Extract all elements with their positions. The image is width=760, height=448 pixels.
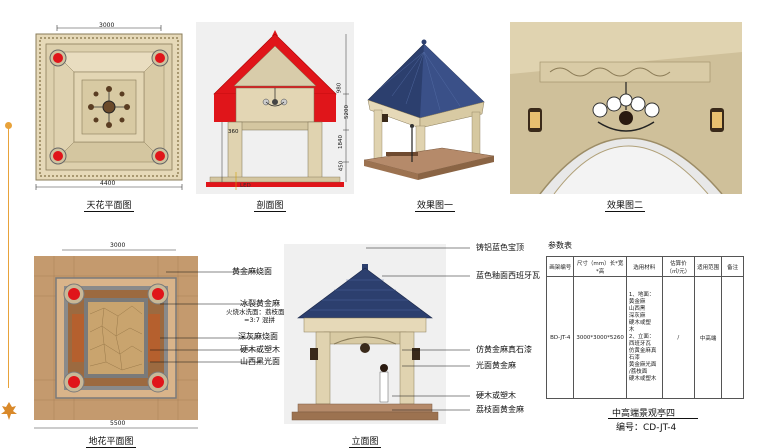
decor-leaf-icon <box>0 400 18 422</box>
paving-plan <box>32 244 204 440</box>
param-price: / <box>661 276 695 399</box>
ceiling-dim-top: 3000 <box>99 22 115 29</box>
material-line: 1、地面： <box>628 292 655 298</box>
elevation-label-4: 光面黄金麻 <box>476 361 516 370</box>
material-line: 硬木或塑木 <box>628 376 657 382</box>
ceiling-dim-bottom: 4400 <box>100 180 116 187</box>
elevation-leaders <box>366 247 470 411</box>
param-header-code: 画架编号 <box>545 256 575 277</box>
paving-leaders <box>150 271 260 363</box>
paving-label-3: 火烧水洗面：荔枝面 <box>226 308 285 316</box>
paving-label-1: 黄金麻烧面 <box>232 267 272 276</box>
params-header-row: 画架编号 尺寸（mm）长*宽*高 选用材料 估算价（㎡/元） 适用范围 备注 <box>545 256 744 277</box>
section-dim-2: 5200 <box>344 105 350 119</box>
section-caption: 剖面图 <box>254 201 286 212</box>
params-table: 画架编号 尺寸（mm）长*宽*高 选用材料 估算价（㎡/元） 适用范围 备注 B… <box>545 256 744 399</box>
params-data-row: BD-JT-4 3000*3000*5260 1、地面： 黄金麻 山西黑 深灰麻… <box>545 276 744 399</box>
decor-left-dot-top <box>5 122 12 129</box>
render-one <box>360 22 498 194</box>
led-label: LED <box>240 183 251 189</box>
section-dim-1: 980 <box>336 82 343 94</box>
param-header-materials: 选用材料 <box>625 256 663 277</box>
material-line: 西班牙瓦 <box>628 341 651 347</box>
section-dim-3: 1840 <box>338 135 344 149</box>
section-dim-left: 360 <box>228 129 239 135</box>
elevation-label-6: 荔枝面黄金麻 <box>476 405 524 414</box>
section-drawing <box>196 22 354 194</box>
material-line: 深灰麻 <box>628 313 646 319</box>
paving-dim-bottom: 5500 <box>110 420 126 427</box>
param-header-size: 尺寸（mm）长*宽*高 <box>573 256 627 277</box>
decor-left-line <box>8 128 9 388</box>
material-line: 仿黄金麻真 <box>628 348 657 354</box>
material-line: 硬木或塑 <box>628 320 651 326</box>
elevation-label-3: 仿黄金麻真石漆 <box>476 345 532 354</box>
param-materials: 1、地面： 黄金麻 山西黑 深灰麻 硬木或塑 木 2、立面： 西班牙瓦 仿黄金麻… <box>625 276 663 399</box>
param-size: 3000*3000*5260 <box>573 276 627 399</box>
footer-divider <box>608 418 698 419</box>
paving-label-6: 硬木或塑木 <box>240 345 280 354</box>
param-header-scope: 适用范围 <box>693 256 723 277</box>
params-title: 参数表 <box>548 241 572 250</box>
material-line: 石漆 <box>628 355 640 361</box>
render-two <box>510 22 742 194</box>
elevation-render <box>284 244 446 424</box>
ceiling-plan-caption: 天花平面图 <box>84 201 134 212</box>
render-one-caption: 效果图一 <box>414 201 455 212</box>
paving-label-4: =3:7 混拼 <box>244 316 275 324</box>
render-two-caption: 效果图二 <box>604 201 645 212</box>
param-code: BD-JT-4 <box>545 276 575 399</box>
param-note <box>721 276 744 399</box>
param-header-price: 估算价（㎡/元） <box>661 256 695 277</box>
material-line: 黄金麻 <box>628 299 646 305</box>
paving-dim-top: 3000 <box>110 242 126 249</box>
elevation-label-5: 硬木或塑木 <box>476 391 516 400</box>
ceiling-plan <box>34 22 184 194</box>
param-header-note: 备注 <box>721 256 744 277</box>
material-line: /荔枝面 <box>628 369 648 375</box>
paving-label-7: 山西黑光面 <box>240 357 280 366</box>
section-dim-4: 450 <box>338 160 345 172</box>
elevation-label-2: 蓝色釉面西班牙瓦 <box>476 271 540 280</box>
elevation-label-1: 铸铝蓝色宝顶 <box>476 243 524 252</box>
paving-label-5: 深灰麻烧面 <box>238 332 278 341</box>
material-line: 山西黑 <box>628 306 646 312</box>
paving-label-2: 冰裂黄金麻 <box>240 299 280 308</box>
material-line: 木 <box>628 327 635 333</box>
params-table-wrap: 画架编号 尺寸（mm）长*宽*高 选用材料 估算价（㎡/元） 适用范围 备注 B… <box>545 256 744 399</box>
material-line: 2、立面： <box>628 334 655 340</box>
footer-code: 编号：CD-JT-4 <box>616 423 677 433</box>
param-scope: 中高端 <box>693 276 723 399</box>
paving-plan-caption: 地花平面图 <box>86 437 136 448</box>
material-line: 黄金麻光面 <box>628 362 657 368</box>
elevation-caption: 立面图 <box>349 437 381 448</box>
footer-title: 中高端景观亭四 <box>612 409 676 419</box>
